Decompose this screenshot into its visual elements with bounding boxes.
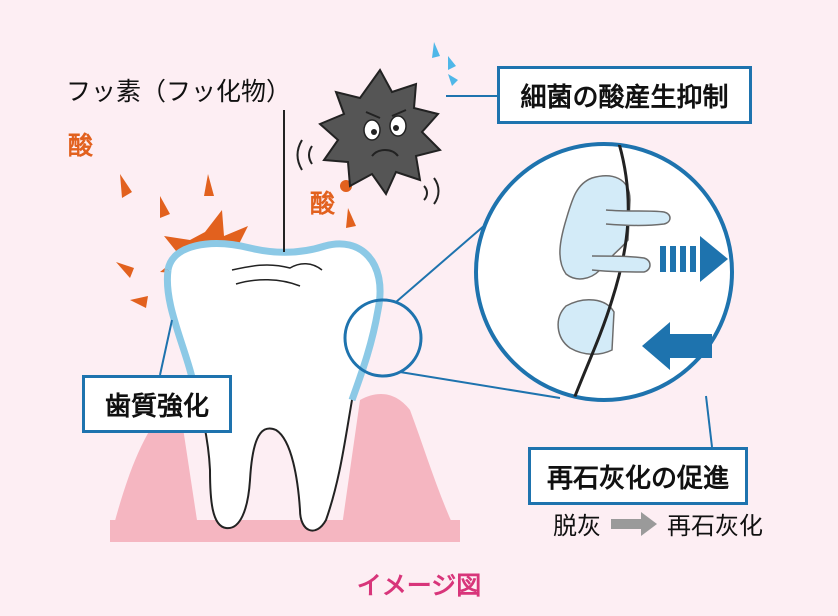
enamel-channel-2	[591, 255, 651, 273]
gum	[110, 394, 460, 540]
flow-arrow-icon	[611, 511, 657, 536]
image-caption: イメージ図	[356, 571, 482, 600]
bacteria-icon	[318, 68, 442, 197]
flow-from: 脱灰	[553, 512, 601, 540]
demineralization-arrow-icon	[660, 236, 728, 282]
process-flow: 脱灰 再石灰化	[553, 506, 763, 541]
fluoride-label: フッ素（フッ化物）	[66, 77, 292, 106]
tooth-surface-line	[564, 144, 630, 400]
remin-connector	[705, 395, 713, 448]
zoom-line-bottom	[399, 371, 561, 399]
remineralization-arrow-icon	[642, 322, 712, 370]
tooth-groove	[231, 263, 323, 271]
flow-to: 再石灰化	[667, 512, 763, 540]
remineralization-box: 再石灰化の促進	[528, 447, 748, 505]
tooth-groove-2	[235, 278, 301, 287]
enamel-channel	[605, 209, 671, 227]
acid-label-2: 酸	[310, 189, 336, 218]
enamel-strengthening-box: 歯質強化	[82, 375, 232, 433]
enamel-layer	[164, 240, 384, 402]
motion-lines-icon	[296, 139, 440, 205]
acid-label: 酸	[68, 131, 94, 160]
enamel-connector	[159, 319, 173, 376]
zoom-source-circle	[343, 298, 423, 378]
demineralized-area	[559, 175, 631, 280]
sweat-drops-icon	[432, 42, 458, 86]
gum-base	[110, 520, 460, 542]
bacteria-suppression-box: 細菌の酸産生抑制	[497, 66, 752, 124]
demineralized-area-2	[557, 299, 615, 355]
